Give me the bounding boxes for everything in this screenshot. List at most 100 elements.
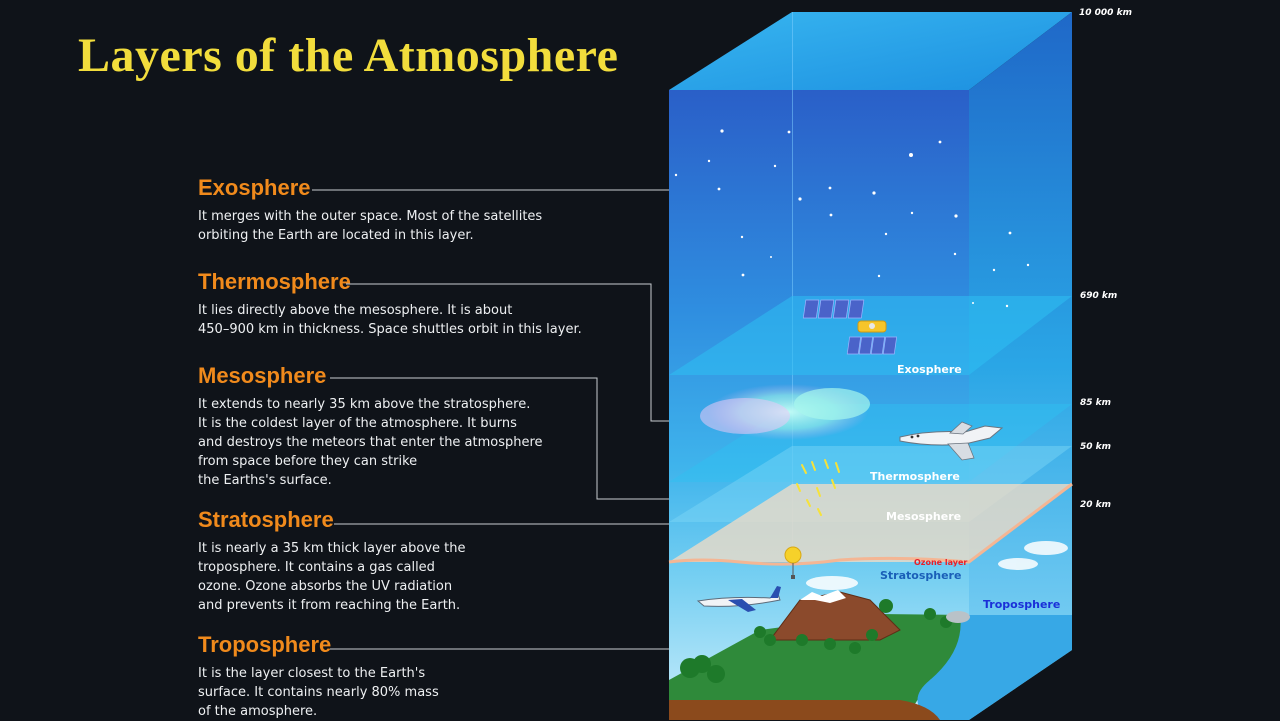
star-icon — [1008, 231, 1012, 235]
clouds — [806, 541, 1068, 590]
meteor-icon — [831, 479, 836, 489]
leader-lines — [312, 189, 669, 650]
star-icon — [740, 235, 744, 239]
tree-icon — [824, 638, 836, 650]
tree-icon — [754, 626, 766, 638]
layer-heading-troposphere: Troposphere — [198, 632, 332, 657]
layer-desc-troposphere: It is the layer closest to the Earth's s… — [198, 664, 598, 721]
tree-icon — [849, 642, 861, 654]
desc-line: the Earths's surface. — [198, 473, 332, 488]
desc-line: from space before they can strike — [198, 454, 418, 469]
star-icon — [909, 153, 913, 157]
star-icon — [938, 140, 942, 144]
desc-line: It is the layer closest to the Earth's — [198, 666, 426, 681]
star-icon — [972, 302, 974, 304]
star-icon — [872, 191, 876, 195]
cube-back-edge — [792, 12, 793, 572]
tree-icon — [796, 634, 808, 646]
soil — [669, 700, 940, 720]
desc-line: It lies directly above the mesosphere. I… — [198, 303, 513, 318]
weather-balloon-icon — [784, 546, 802, 579]
satellite-icon — [802, 299, 898, 355]
aurora-icon — [700, 384, 870, 440]
desc-line: surface. It contains nearly 80% mass — [198, 685, 439, 700]
layer-block-stratosphere: Stratosphere It is nearly a 35 km thick … — [198, 507, 598, 615]
ozone-layer-band — [668, 482, 1073, 566]
layer-heading-stratosphere: Stratosphere — [198, 507, 334, 532]
star-icon — [953, 252, 957, 256]
layer-desc-thermosphere: It lies directly above the mesosphere. I… — [198, 301, 598, 339]
tree-icon — [924, 608, 936, 620]
star-icon — [910, 211, 914, 215]
leader-line-thermosphere — [346, 283, 669, 422]
meteor-icon — [835, 462, 840, 473]
altitude-label-690km: 690 km — [1080, 291, 1117, 301]
altitude-label-85km: 85 km — [1080, 398, 1111, 408]
star-icon — [877, 274, 881, 278]
diagram-label-exosphere: Exosphere — [897, 363, 962, 376]
stars — [674, 129, 1030, 308]
layer-block-mesosphere: Mesosphere It extends to nearly 35 km ab… — [198, 363, 598, 490]
terrain — [669, 614, 1072, 720]
exosphere-plane — [669, 296, 1072, 375]
stratosphere-plane — [669, 484, 1072, 562]
desc-line: troposphere. It contains a gas called — [198, 560, 435, 575]
volcano-icon — [769, 590, 901, 641]
cloud-icon — [998, 558, 1038, 570]
layer-desc-mesosphere: It extends to nearly 35 km above the str… — [198, 395, 598, 490]
cloud-icon — [806, 576, 858, 590]
layer-heading-exosphere: Exosphere — [198, 175, 311, 200]
ozone-layer-label: Ozone layer — [914, 558, 967, 567]
cube-top-face — [669, 12, 1072, 90]
star-icon — [1026, 263, 1030, 267]
star-icon — [884, 232, 888, 236]
star-icon — [720, 129, 724, 133]
diagram-label-stratosphere: Stratosphere — [880, 569, 961, 582]
star-icon — [1005, 304, 1009, 308]
star-icon — [829, 213, 833, 217]
space-shuttle-icon — [899, 421, 1004, 461]
diagram-label-mesosphere: Mesosphere — [886, 510, 961, 523]
star-icon — [787, 130, 791, 134]
star-icon — [674, 173, 678, 177]
desc-line: orbiting the Earth are located in this l… — [198, 228, 474, 243]
tree-icon — [879, 599, 893, 613]
desc-line: It extends to nearly 35 km above the str… — [198, 397, 531, 412]
layer-heading-thermosphere: Thermosphere — [198, 269, 351, 294]
desc-line: ozone. Ozone absorbs the UV radiation — [198, 579, 453, 594]
tree-icon — [866, 629, 878, 641]
meteor-icon — [801, 464, 807, 474]
layer-desc-exosphere: It merges with the outer space. Most of … — [198, 207, 598, 245]
desc-line: of the amosphere. — [198, 704, 318, 719]
desc-line: It merges with the outer space. Most of … — [198, 209, 543, 224]
cube-side-face — [969, 12, 1072, 720]
altitude-label-50km: 50 km — [1080, 442, 1111, 452]
star-icon — [992, 268, 996, 272]
star-icon — [798, 197, 802, 201]
diagram-label-thermosphere: Thermosphere — [870, 470, 960, 483]
meteor-icon — [806, 499, 811, 507]
layer-heading-mesosphere: Mesosphere — [198, 363, 327, 388]
airplane-icon — [696, 586, 781, 612]
meteor-icon — [796, 483, 801, 492]
leader-line-mesosphere — [330, 377, 669, 500]
meteor-icon — [811, 461, 816, 471]
layer-block-exosphere: Exosphere It merges with the outer space… — [198, 175, 598, 245]
layer-block-thermosphere: Thermosphere It lies directly above the … — [198, 269, 598, 339]
meteor-icon — [816, 487, 821, 497]
diagram-label-troposphere: Troposphere — [983, 598, 1060, 611]
tree-icon — [764, 634, 776, 646]
layer-planes — [668, 296, 1073, 566]
sea — [917, 615, 1072, 720]
desc-line: and prevents it from reaching the Earth. — [198, 598, 461, 613]
star-icon — [954, 214, 958, 218]
star-icon — [707, 159, 711, 163]
star-icon — [741, 273, 745, 277]
rock — [946, 611, 970, 623]
desc-line: 450–900 km in thickness. Space shuttles … — [198, 322, 582, 337]
layer-block-troposphere: Troposphere It is the layer closest to t… — [198, 632, 598, 721]
meteor-icon — [824, 459, 829, 469]
desc-line: It is nearly a 35 km thick layer above t… — [198, 541, 466, 556]
star-icon — [717, 187, 721, 191]
